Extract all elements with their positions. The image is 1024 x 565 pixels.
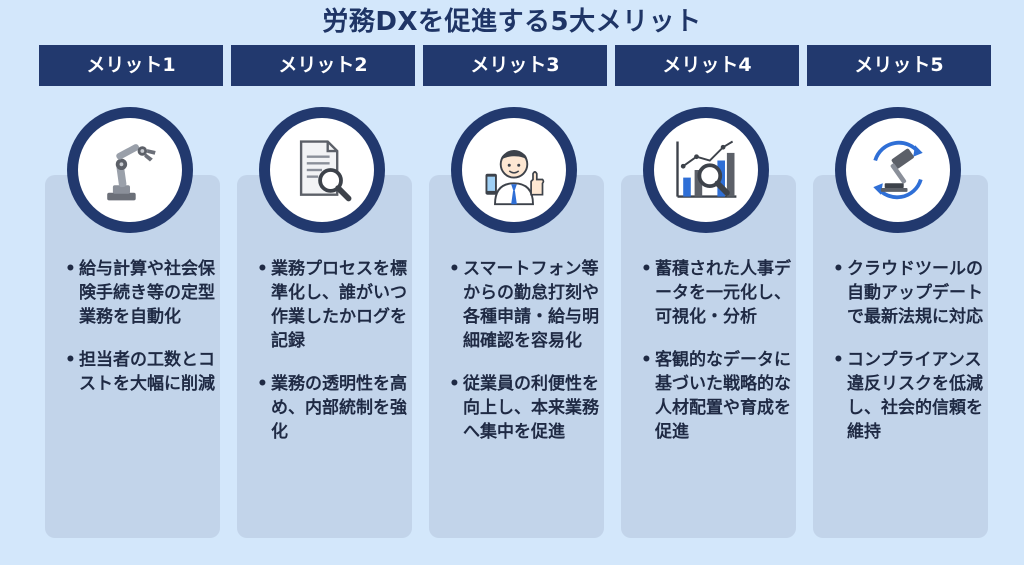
merit-card [237,175,412,538]
merit-bullets: 蓄積された人事データを一元化し、可視化・分析 客観的なデータに基づいた戦略的な人… [641,257,793,463]
bullet-item: 客観的なデータに基づいた戦略的な人材配置や育成を促進 [641,348,793,444]
merit-header: メリット1 [39,45,223,86]
merit-header: メリット4 [615,45,799,86]
merit-column-1: メリット1 給与計算や社会保険手続き等の定型業務を自動化 担当 [39,45,223,545]
merit-bullets: 業務プロセスを標準化し、誰がいつ作業したかログを記録 業務の透明性を高め、内部統… [257,257,409,463]
bullet-item: コンプライアンス違反リスクを低減し、社会的信頼を維持 [833,348,985,444]
merit-card [429,175,604,538]
page-title: 労務DXを促進する5大メリット [322,7,702,37]
merit-column-3: メリット3 スマートフォン等からの勤怠打刻や各種申請 [423,45,607,545]
bullet-item: 給与計算や社会保険手続き等の定型業務を自動化 [65,257,217,329]
merit-bullets: 給与計算や社会保険手続き等の定型業務を自動化 担当者の工数とコストを大幅に削減 [65,257,217,415]
merit-column-4: メリット4 蓄積された人事デー [615,45,799,545]
merit-header: メリット2 [231,45,415,86]
icon-badge [67,107,193,233]
employee-smartphone-icon [485,150,545,206]
document-search-icon [299,140,352,202]
icon-badge [451,107,577,233]
bullet-item: 業務の透明性を高め、内部統制を強化 [257,372,409,444]
merit-column-5: メリット5 クラウドツールの自動アップデートで最新法規に対応 コンプライアンス違… [807,45,991,545]
icon-badge [643,107,769,233]
merit-header: メリット3 [423,45,607,86]
merit-header: メリット5 [807,45,991,86]
icon-badge [835,107,961,233]
bullet-item: 従業員の利便性を向上し、本来業務へ集中を促進 [449,372,601,444]
merit-column-2: メリット2 業務プロセスを標準化し、誰がいつ作業したかログを記録 業務の透明性を… [231,45,415,545]
merit-columns: メリット1 給与計算や社会保険手続き等の定型業務を自動化 担当 [39,45,991,545]
merit-bullets: クラウドツールの自動アップデートで最新法規に対応 コンプライアンス違反リスクを低… [833,257,985,463]
bullet-item: クラウドツールの自動アップデートで最新法規に対応 [833,257,985,329]
bullet-item: スマートフォン等からの勤怠打刻や各種申請・給与明細確認を容易化 [449,257,601,353]
merit-bullets: スマートフォン等からの勤怠打刻や各種申請・給与明細確認を容易化 従業員の利便性を… [449,257,601,463]
gavel-update-icon [873,140,923,200]
bullet-item: 業務プロセスを標準化し、誰がいつ作業したかログを記録 [257,257,409,353]
bullet-item: 蓄積された人事データを一元化し、可視化・分析 [641,257,793,329]
icon-badge [259,107,385,233]
bullet-item: 担当者の工数とコストを大幅に削減 [65,348,217,396]
robot-arm-icon [107,144,156,201]
chart-analysis-icon [676,140,737,198]
